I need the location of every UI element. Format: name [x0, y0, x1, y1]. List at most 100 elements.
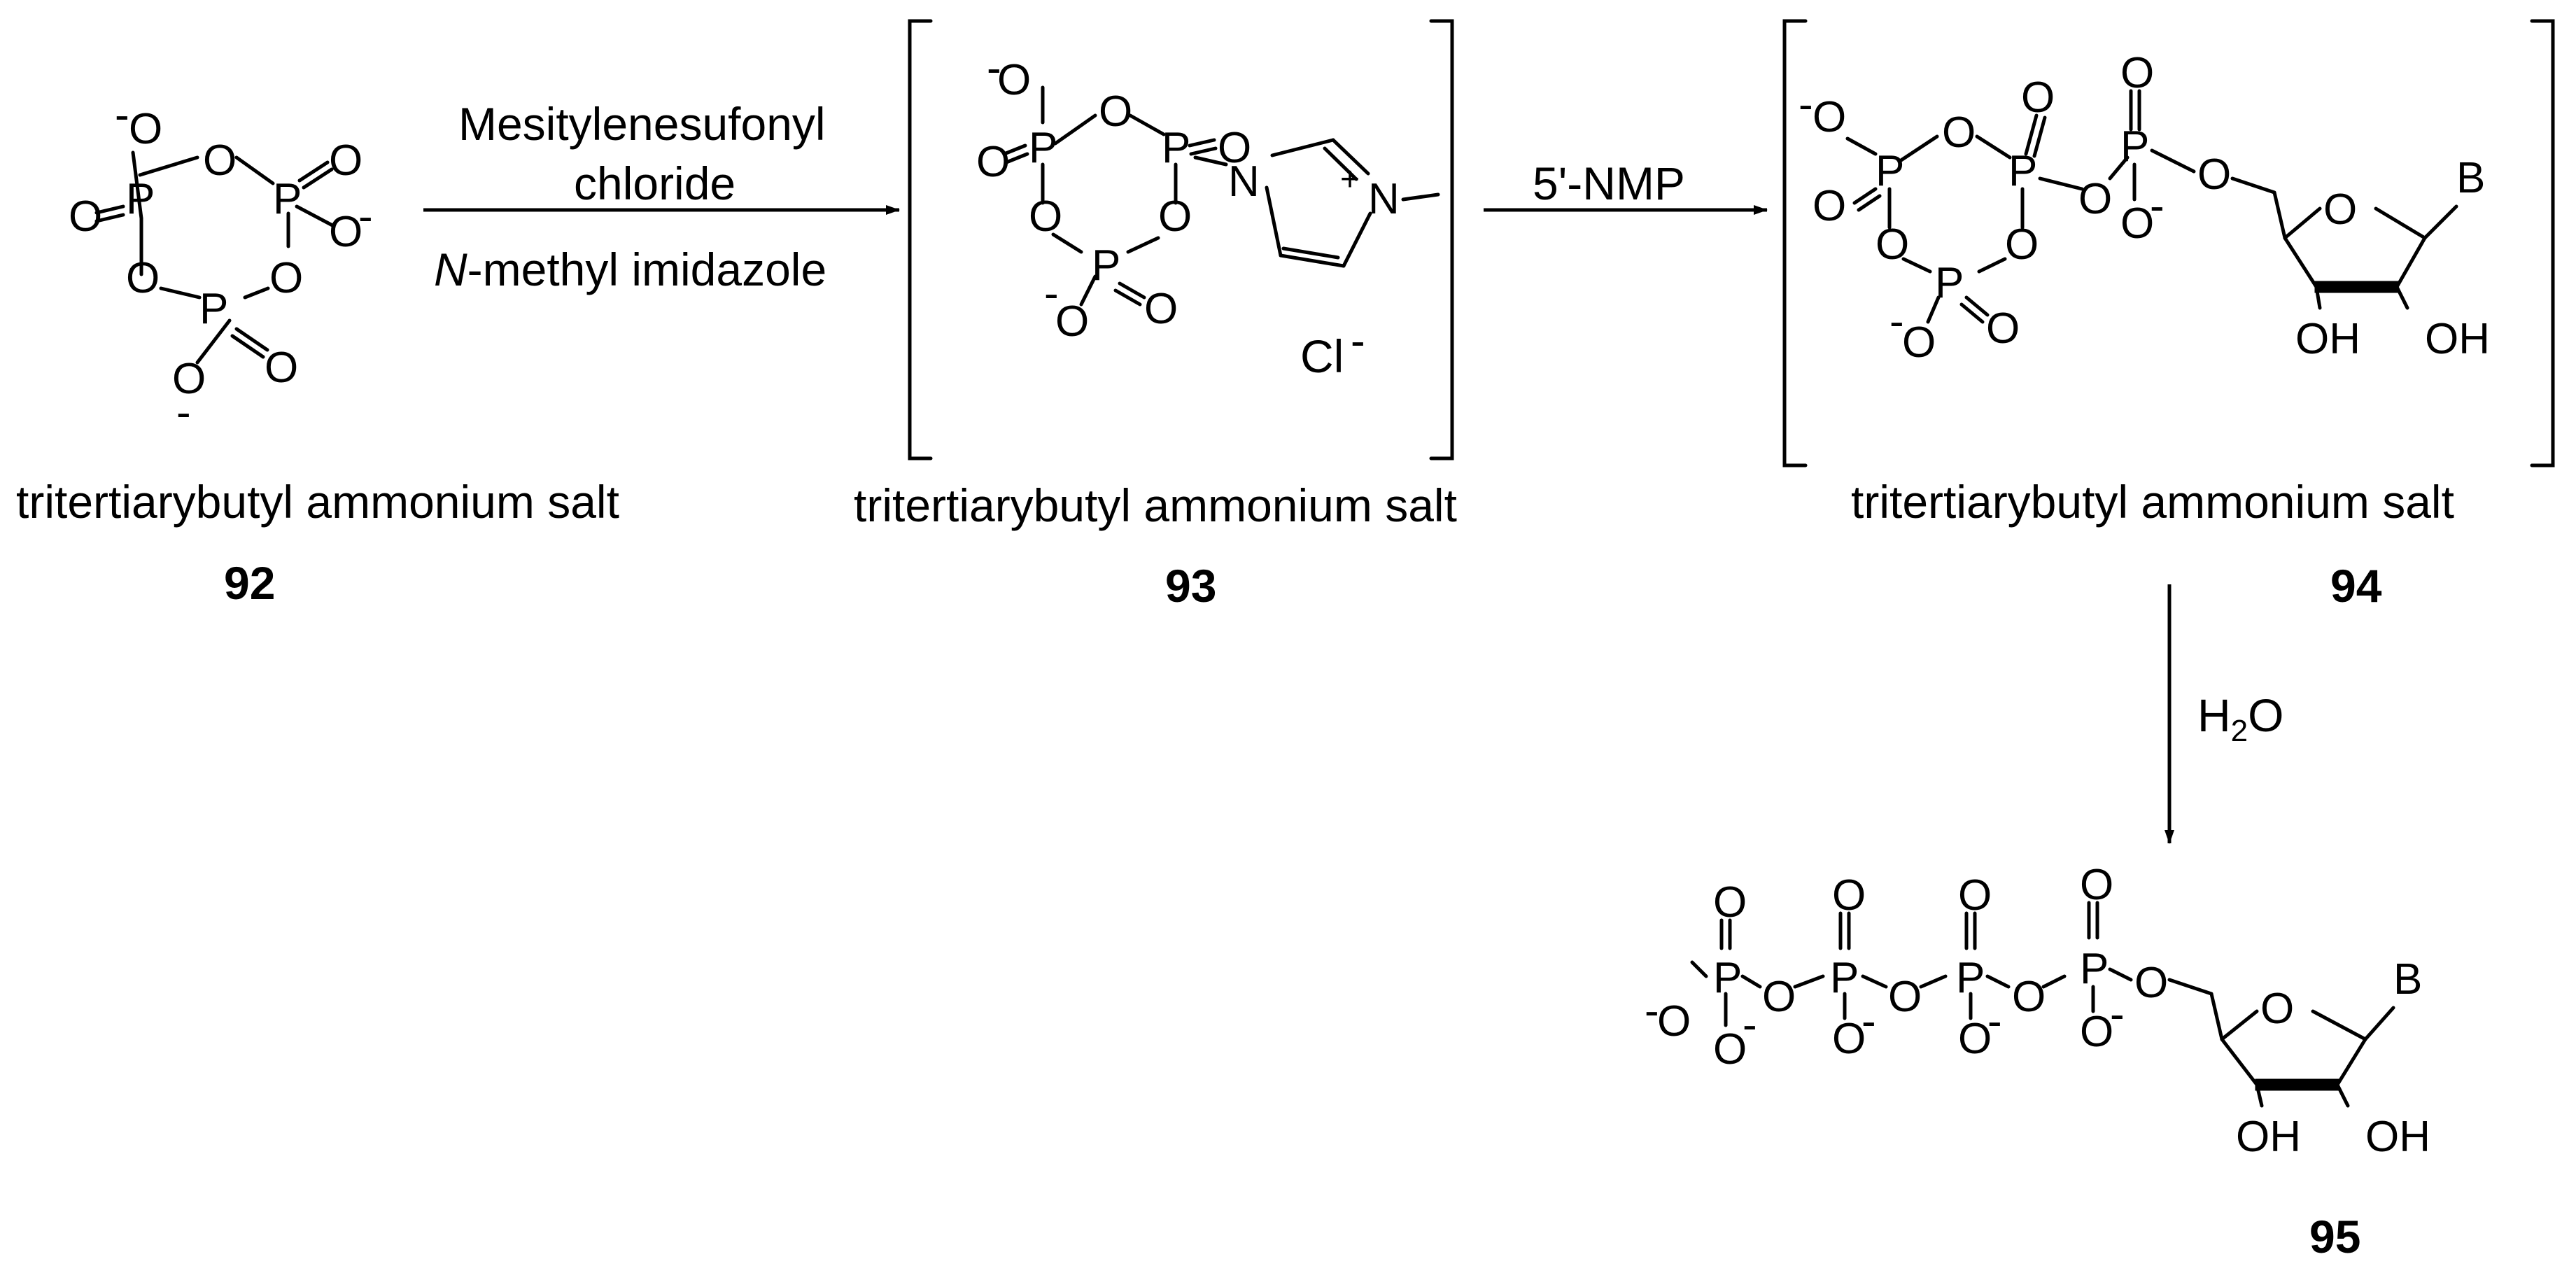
atom-p: P [2080, 945, 2109, 993]
bracket-93 [908, 19, 1454, 460]
compound-94-caption: tritertiarybutyl ammonium salt [1851, 476, 2454, 528]
atom-o: O [1762, 973, 1796, 1021]
atom-o: O [126, 254, 160, 302]
atom-p: P [1162, 124, 1190, 172]
compound-93: - O P O P O O O O P O O - N N + Cl - tri… [854, 44, 1457, 612]
atom-charge: - [1889, 297, 1904, 346]
atom-o: O [2078, 175, 2112, 223]
atom-o: O [1958, 871, 1992, 920]
atom-p: P [1875, 147, 1904, 195]
atom-charge: - [1645, 987, 1659, 1035]
atom-o: O [203, 136, 237, 185]
atom-o: O [1813, 93, 1846, 141]
atom-o: O [1958, 1015, 1992, 1063]
atom-o: O [1099, 87, 1132, 136]
compound-92-number: 92 [224, 557, 275, 609]
atom-o: O [1942, 108, 1976, 157]
reagent-n-methylimidazole: N-methyl imidazole [434, 244, 826, 295]
atom-o: O [976, 138, 1010, 186]
atom-o: O [1713, 878, 1747, 927]
atom-charge: - [1987, 997, 2002, 1046]
atom-o: O [997, 56, 1031, 104]
atom-o: O [2012, 973, 2046, 1021]
atom-oh: OH [2236, 1113, 2301, 1161]
atom-o: O [1657, 997, 1691, 1046]
atom-o: O [265, 344, 298, 392]
atom-o: O [1832, 871, 1866, 920]
atom-charge: - [115, 91, 129, 139]
atom-o: O [1218, 124, 1251, 172]
reagent-water: H2O [2197, 689, 2284, 748]
atom-o: O [2080, 1008, 2113, 1056]
atom-o: O [172, 355, 206, 403]
compound-93-caption: tritertiarybutyl ammonium salt [854, 479, 1457, 531]
atom-charge: - [1743, 1001, 1757, 1049]
atom-charge: - [2110, 990, 2125, 1039]
atom-p: P [1092, 241, 1120, 290]
atom-o: O [1029, 192, 1062, 241]
compound-92: O- P O P O O - O O O P O O - tritertiary… [16, 91, 619, 609]
atom-o: O [1144, 285, 1178, 333]
svg-text:O: O [129, 105, 162, 153]
atom-b: B [2456, 154, 2485, 202]
atom-oh: OH [2365, 1113, 2430, 1161]
atom-o: O [2134, 959, 2168, 1007]
compound-92-caption: tritertiarybutyl ammonium salt [16, 476, 619, 528]
atom-charge: - [176, 388, 191, 437]
atom-o: O [1813, 182, 1846, 230]
atom-o: O [1875, 220, 1909, 269]
atom-o: O [2323, 185, 2357, 234]
compound-94-number: 94 [2330, 560, 2382, 612]
compound-93-number: 93 [1165, 560, 1216, 612]
atom-p: P [1713, 954, 1742, 1002]
compound-95-number: 95 [2309, 1211, 2360, 1263]
atom-o: O [2197, 150, 2231, 199]
reagent-chloride: chloride [574, 157, 736, 209]
atom-o: O [69, 192, 102, 241]
atom-b: B [2393, 955, 2422, 1004]
atom-p: P [1830, 954, 1859, 1002]
atom-o: O [1832, 1015, 1866, 1063]
atom-n: N [1228, 157, 1260, 206]
compound-95: - O P O O - O P O O - O P O O - O P O O … [1645, 861, 2430, 1263]
atom-o: O [1055, 297, 1089, 346]
atom-n: N [1368, 175, 1400, 223]
atom-p: P [126, 175, 155, 223]
atom-o: O [329, 136, 363, 185]
atom-o: O [2120, 199, 2154, 248]
atom-o: O [1986, 304, 2020, 353]
atom-o: O [1888, 973, 1922, 1021]
atom-p: P [2120, 122, 2149, 171]
atom-o: O [2080, 861, 2113, 909]
atom-o: O [2005, 220, 2039, 269]
atom-charge: - [1861, 997, 1876, 1046]
atom-o: O [2021, 73, 2055, 122]
atom-oh: OH [2425, 315, 2490, 363]
atom-p: P [273, 175, 302, 223]
atom-charge: - [2150, 182, 2165, 230]
atom-charge: - [1044, 269, 1059, 318]
atom-p: P [1935, 259, 1964, 307]
atom-o: O [2260, 985, 2294, 1033]
atom-p: P [2008, 147, 2037, 195]
reagent-mesitylenesulfonyl: Mesitylenesufonyl [458, 98, 826, 150]
atom-o: O [1158, 192, 1192, 241]
atom-p: P [1029, 124, 1057, 172]
counterion-chloride: Cl [1300, 330, 1344, 382]
atom-charge: - [987, 44, 1001, 92]
bracket-94 [1782, 19, 2555, 467]
atom-o: O [269, 254, 303, 302]
atom-charge: - [1799, 80, 1813, 129]
atom-charge: + [1340, 161, 1360, 198]
atom-charge: - [358, 192, 373, 241]
atom-o: O [1902, 318, 1936, 367]
atom-p: P [199, 285, 228, 333]
atom-o: O [329, 208, 363, 256]
reagent-5-nmp: 5'-NMP [1533, 157, 1685, 209]
atom-charge: - [1351, 317, 1365, 365]
atom-p: P [1956, 954, 1985, 1002]
atom-oh: OH [2295, 315, 2360, 363]
atom-o: O [1713, 1025, 1747, 1074]
compound-94: - O P O P O O P O O - O O B O O O P O O … [1799, 49, 2490, 612]
